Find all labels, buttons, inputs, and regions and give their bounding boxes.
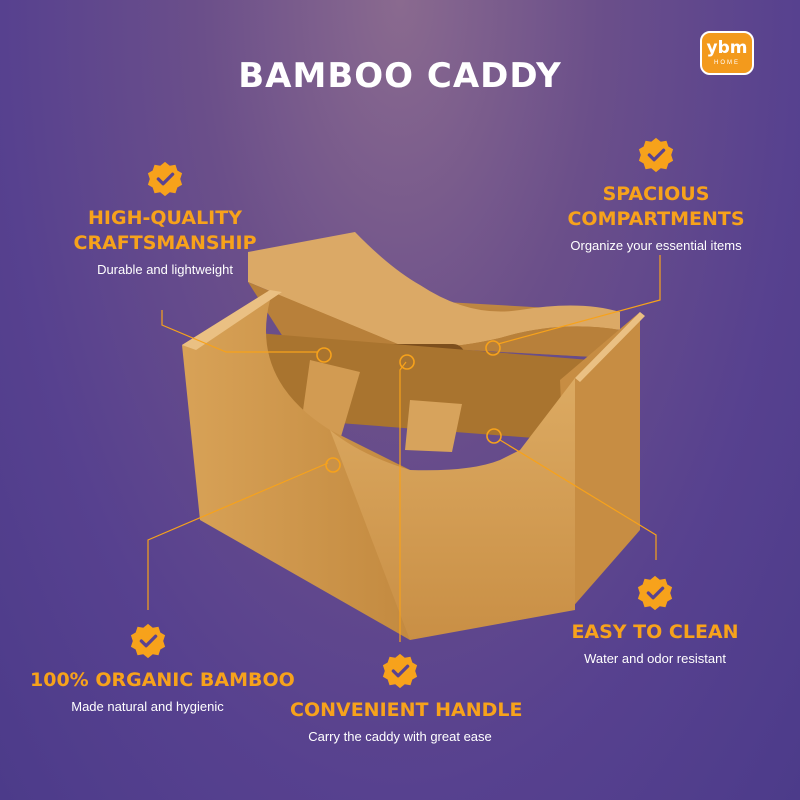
brand-logo-text: ybm [706,38,748,58]
feature-heading-line: CRAFTSMANSHIP [73,232,257,254]
feature-heading-line: COMPARTMENTS [567,208,745,230]
caddy-left-side [182,290,410,640]
feature-organic-bamboo: 100% ORGANIC BAMBOO Made natural and hyg… [30,622,295,714]
check-badge-icon [382,653,418,689]
feature-heading: SPACIOUS COMPARTMENTS [545,182,767,232]
bamboo-caddy [182,232,645,640]
feature-convenient-handle: CONVENIENT HANDLE Carry the caddy with g… [290,652,523,744]
feature-description: Durable and lightweight [97,262,233,277]
leader-line-bamboo [147,462,329,610]
feature-description: Carry the caddy with great ease [308,729,492,744]
check-badge-icon [638,137,674,173]
feature-compartments: SPACIOUS COMPARTMENTS Organize your esse… [545,136,767,253]
feature-description: Organize your essential items [570,238,742,253]
anchor-dot-compartments [485,340,501,356]
feature-heading: HIGH-QUALITY CRAFTSMANSHIP [55,206,275,256]
brand-logo: ybm HOME [700,31,754,75]
feature-description: Made natural and hygienic [71,699,224,714]
check-badge-icon [130,623,165,659]
brand-logo-subtext: HOME [714,60,740,66]
caddy-right-side [560,312,640,610]
feature-heading: CONVENIENT HANDLE [290,699,523,721]
feature-craftsmanship: HIGH-QUALITY CRAFTSMANSHIP Durable and l… [55,160,275,277]
leader-line-compartments [497,255,661,345]
feature-heading: 100% ORGANIC BAMBOO [30,669,295,691]
caddy-handle-divider [248,232,620,348]
leader-line-handle [399,361,407,642]
feature-heading: EASY TO CLEAN [571,621,739,643]
anchor-dot-bamboo [325,457,341,473]
anchor-dot-handle [399,354,415,370]
anchor-dot-clean [486,428,502,444]
feature-description: Water and odor resistant [584,651,726,666]
anchor-dot-craftsmanship [316,347,332,363]
page-title: BAMBOO CADDY [238,56,562,96]
feature-heading-line: HIGH-QUALITY [88,207,242,229]
leader-line-craftsmanship [161,310,318,353]
caddy-front-panel [330,378,575,640]
check-badge-icon [147,161,183,197]
leader-lines [147,255,661,642]
feature-easy-to-clean: EASY TO CLEAN Water and odor resistant [565,574,745,666]
feature-heading-line: SPACIOUS [602,183,710,205]
leader-line-clean [499,439,657,560]
check-badge-icon [637,575,673,611]
anchor-dots [316,340,502,473]
